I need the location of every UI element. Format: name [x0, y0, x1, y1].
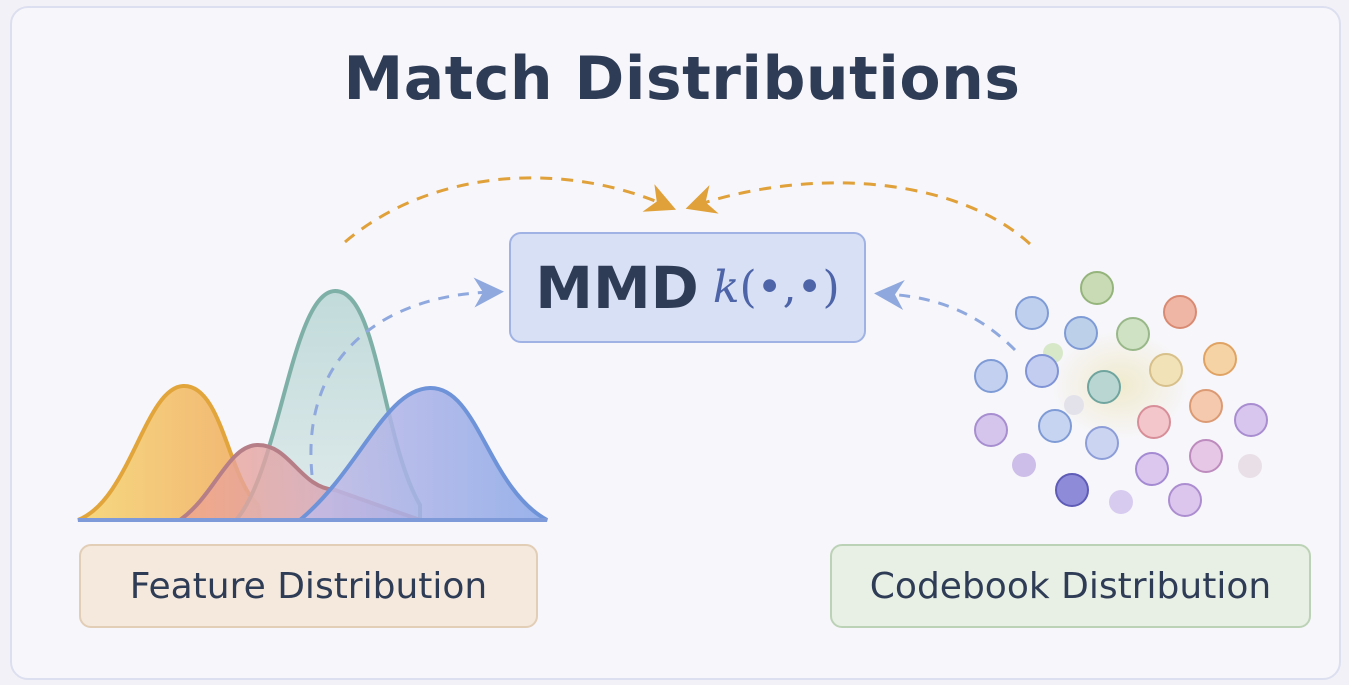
codebook-dot: [1038, 409, 1072, 443]
mmd-box: MMD k(•,•): [509, 232, 866, 343]
codebook-dot: [1168, 483, 1202, 517]
blue-arrow-left: [309, 277, 504, 476]
codebook-dot: [974, 359, 1008, 393]
orange-arrow-right: [685, 181, 1032, 246]
codebook-dot: [1137, 405, 1171, 439]
codebook-dot: [1203, 342, 1237, 376]
codebook-dot: [1055, 473, 1089, 507]
codebook-dot: [1015, 296, 1049, 330]
codebook-dot: [1189, 439, 1223, 473]
codebook-dot: [1149, 353, 1183, 387]
codebook-dot: [1109, 490, 1133, 514]
codebook-dot: [1116, 317, 1150, 351]
codebook-dot: [1064, 316, 1098, 350]
feature-distribution-label: Feature Distribution: [79, 544, 538, 628]
codebook-dots: [974, 271, 1268, 517]
curve-blue: [294, 385, 548, 522]
codebook-dot: [1135, 452, 1169, 486]
codebook-dot: [1085, 426, 1119, 460]
codebook-dot: [1012, 453, 1036, 477]
codebook-dot: [974, 413, 1008, 447]
mmd-kernel: k(•,•): [712, 262, 840, 313]
codebook-dot: [1234, 403, 1268, 437]
codebook-dot: [1025, 354, 1059, 388]
codebook-dot: [1064, 395, 1084, 415]
codebook-dot: [1238, 454, 1262, 478]
feature-distribution-curves: [77, 288, 548, 522]
orange-arrow-left: [344, 176, 677, 244]
mmd-label: MMD: [535, 253, 699, 322]
codebook-dot: [1080, 271, 1114, 305]
codebook-dot: [1189, 389, 1223, 423]
codebook-dot: [1163, 295, 1197, 329]
codebook-distribution-label: Codebook Distribution: [830, 544, 1311, 628]
diagram-title: Match Distributions: [343, 44, 1021, 114]
codebook-dot: [1087, 370, 1121, 404]
blue-arrow-right: [874, 280, 1017, 352]
